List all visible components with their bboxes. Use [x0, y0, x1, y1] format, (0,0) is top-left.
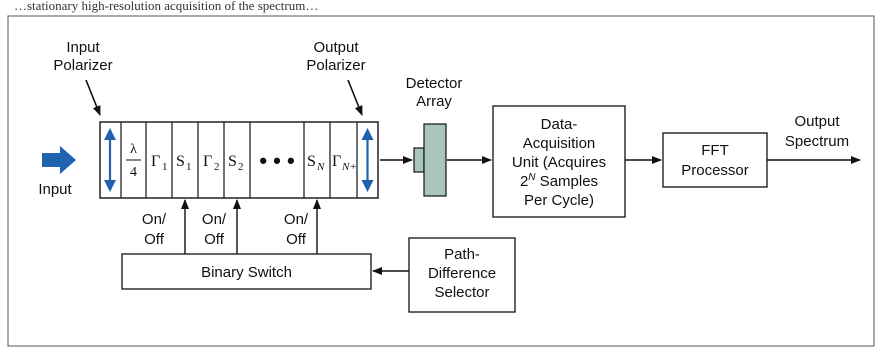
svg-text:Off: Off: [144, 231, 165, 248]
control-line-sn: On/ Off: [284, 199, 321, 254]
data-acquisition-unit: Data- Acquisition Unit (Acquires 2N Samp…: [492, 105, 626, 218]
binary-switch: Binary Switch: [121, 253, 372, 290]
optical-stack: λ 4 Γ 1 S 1 Γ 2 S 2 • • • S N: [99, 121, 379, 199]
svg-text:Acquisition: Acquisition: [523, 135, 596, 152]
figure-frame: [7, 15, 875, 347]
svg-text:Path-: Path-: [444, 246, 480, 263]
ellipsis-cell: • • •: [259, 148, 294, 173]
input-arrow-icon: [42, 146, 76, 174]
output-polarizer-pointer: [347, 79, 363, 116]
control-line-s1: On/ Off: [142, 199, 189, 254]
input-polarizer-pointer: [85, 79, 101, 116]
svg-text:N: N: [316, 161, 325, 173]
gamma-n-plus-cell: Γ N+: [332, 153, 357, 173]
input-polarizer-label-line1: Input: [66, 39, 100, 56]
detector-array-icon: [413, 123, 447, 197]
svg-text:Processor: Processor: [681, 162, 749, 179]
quarter-wave-plate-cell: λ 4: [126, 142, 141, 180]
svg-text:Difference: Difference: [428, 265, 496, 282]
svg-text:1: 1: [186, 161, 192, 173]
input-label: Input: [38, 181, 72, 198]
svg-text:λ: λ: [130, 142, 137, 157]
svg-text:S: S: [307, 153, 316, 170]
svg-text:S: S: [228, 153, 237, 170]
gamma-1-cell: Γ 1: [151, 153, 168, 173]
control-line-s2: On/ Off: [202, 199, 241, 254]
svg-text:On/: On/: [202, 211, 227, 228]
svg-text:2: 2: [238, 161, 244, 173]
output-polarizer-label-line2: Polarizer: [306, 57, 365, 74]
svg-text:2N Samples: 2N Samples: [520, 172, 598, 190]
svg-text:Binary Switch: Binary Switch: [201, 264, 292, 281]
output-spectrum-label-line1: Output: [794, 113, 840, 130]
detector-array-label-line2: Array: [416, 93, 452, 110]
svg-text:Γ: Γ: [203, 153, 212, 170]
input-polarizer-cell: [104, 128, 116, 192]
svg-text:1: 1: [162, 161, 168, 173]
switch-1-cell: S 1: [176, 153, 192, 173]
svg-text:Selector: Selector: [434, 284, 489, 301]
svg-text:Per Cycle): Per Cycle): [524, 192, 594, 209]
path-difference-selector: Path- Difference Selector: [408, 237, 516, 313]
output-spectrum-label-line2: Spectrum: [785, 133, 849, 150]
svg-text:Off: Off: [204, 231, 225, 248]
detector-array-label-line1: Detector: [406, 75, 463, 92]
output-polarizer-label-line1: Output: [313, 39, 359, 56]
svg-text:2: 2: [214, 161, 220, 173]
svg-text:Unit (Acquires: Unit (Acquires: [512, 154, 606, 171]
svg-text:4: 4: [130, 165, 137, 180]
svg-text:Data-: Data-: [541, 116, 578, 133]
svg-text:S: S: [176, 153, 185, 170]
switch-n-cell: S N: [307, 153, 325, 173]
output-polarizer-cell: [361, 128, 374, 192]
svg-text:On/: On/: [142, 211, 167, 228]
switch-2-cell: S 2: [228, 153, 244, 173]
input-polarizer-label-line2: Polarizer: [53, 57, 112, 74]
gamma-2-cell: Γ 2: [203, 153, 220, 173]
svg-text:FFT: FFT: [701, 142, 729, 159]
svg-text:N+: N+: [341, 161, 357, 173]
svg-text:On/: On/: [284, 211, 309, 228]
svg-text:Off: Off: [286, 231, 307, 248]
top-caption: …stationary high-resolution acquisition …: [14, 0, 318, 13]
fft-processor: FFT Processor: [662, 132, 768, 188]
svg-text:Γ: Γ: [151, 153, 160, 170]
svg-text:Γ: Γ: [332, 153, 341, 170]
